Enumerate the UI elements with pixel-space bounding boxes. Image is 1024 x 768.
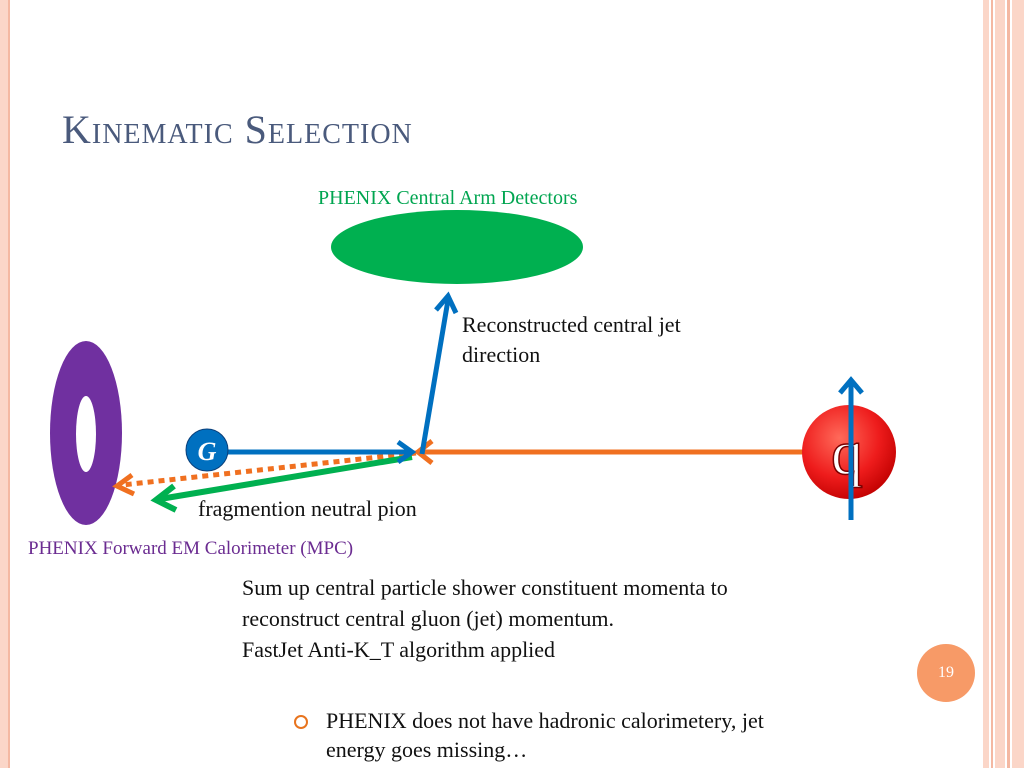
right-border-stripe (983, 0, 989, 768)
body-text: Sum up central particle shower constitue… (242, 572, 802, 665)
right-border-stripe (1007, 0, 1010, 768)
body-line: FastJet Anti-K_T algorithm applied (242, 637, 556, 662)
quark-symbol: q (831, 417, 863, 488)
pion-arrowhead (150, 483, 178, 513)
mpc-label: PHENIX Forward EM Calorimeter (MPC) (28, 538, 354, 559)
gluon-arrowhead (396, 439, 417, 465)
quark-vertical-arrowhead (838, 376, 864, 395)
bullet-text: PHENIX does not have hadronic calorimete… (326, 708, 764, 762)
bullet-circle-icon (294, 715, 308, 729)
right-border-stripe (1012, 0, 1024, 768)
right-border-stripe (991, 0, 993, 768)
gluon-symbol: G (198, 437, 217, 466)
mpc-calorimeter-hole (76, 396, 96, 472)
jet-direction-arrow (419, 299, 451, 455)
right-border-stripe (995, 0, 1005, 768)
quark-arrowhead (413, 439, 434, 465)
body-line: Sum up central particle shower constitue… (242, 575, 728, 631)
jet-arrowhead (434, 291, 459, 315)
central-detector-label: PHENIX Central Arm Detectors (318, 187, 578, 209)
pion-arrow-line (159, 454, 413, 502)
slide-title: Kinematic Selection (62, 107, 413, 152)
dotted-pion-line (121, 450, 417, 488)
bullet-item: PHENIX does not have hadronic calorimete… (294, 706, 814, 764)
left-border (0, 0, 8, 768)
reconstructed-direction-label: Reconstructed central jet direction (462, 312, 681, 367)
gluon-circle (185, 428, 229, 472)
fragmentation-label: fragmention neutral pion (198, 496, 417, 521)
left-border-inner (8, 0, 10, 768)
page-number-badge: 19 (917, 644, 975, 702)
dotted-arrowhead (112, 472, 136, 497)
central-detector-ellipse (331, 210, 583, 284)
